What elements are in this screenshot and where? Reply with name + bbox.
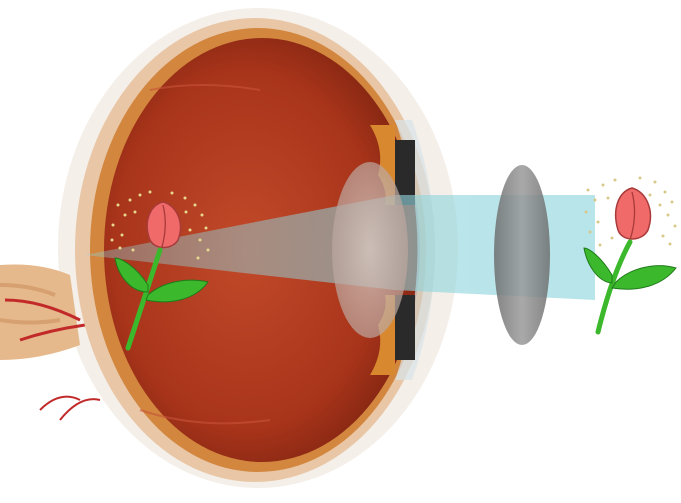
- flower-leaf-right: [612, 266, 676, 290]
- corrective-lens: [494, 165, 550, 345]
- optic-nerve: [0, 264, 80, 360]
- real-flower: [584, 177, 677, 333]
- crystalline-lens: [332, 162, 408, 338]
- blood-vessel: [40, 397, 100, 420]
